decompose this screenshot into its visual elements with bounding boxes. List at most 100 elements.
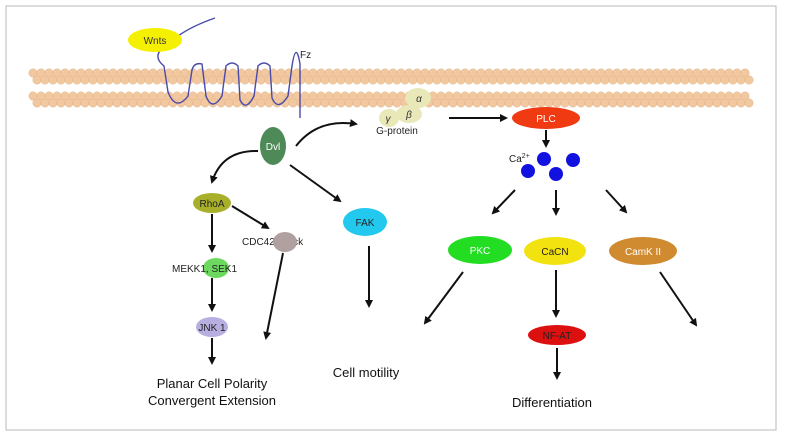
membrane-lipid [432, 98, 442, 108]
membrane-lipid [192, 98, 202, 108]
outcome-pcp-line2: Convergent Extension [148, 393, 276, 408]
membrane-lipid [80, 75, 90, 85]
membrane-lipid [688, 75, 698, 85]
membrane-lipid [512, 98, 522, 108]
membrane-lipid [392, 75, 402, 85]
cell-membrane [28, 68, 754, 108]
pkc-label: PKC [470, 246, 491, 257]
dvl-label: Dvl [266, 142, 280, 153]
membrane-lipid [304, 75, 314, 85]
rhoa-node [193, 193, 231, 213]
membrane-lipid [576, 75, 586, 85]
membrane-lipid [608, 75, 618, 85]
membrane-lipid [56, 75, 66, 85]
arrow-dvl-gprotein [295, 119, 358, 147]
calcium-ion [566, 153, 580, 167]
gprotein-alpha [405, 88, 431, 108]
rhoa-label: RhoA [199, 199, 224, 210]
membrane-lipid [664, 75, 674, 85]
membrane-lipid [592, 98, 602, 108]
membrane-lipid [728, 98, 738, 108]
gprotein-beta [396, 105, 422, 123]
membrane-lipid [600, 75, 610, 85]
membrane-lipid [472, 98, 482, 108]
membrane-lipid [496, 98, 506, 108]
membrane-lipid [584, 75, 594, 85]
membrane-lipid [536, 98, 546, 108]
dvl-node [260, 127, 286, 165]
membrane-lipid [368, 98, 378, 108]
membrane-lipid [64, 75, 74, 85]
membrane-lipid [168, 75, 178, 85]
membrane-lipid [120, 75, 130, 85]
membrane-lipid [552, 75, 562, 85]
membrane-lipid [696, 98, 706, 108]
membrane-lipid [328, 98, 338, 108]
membrane-lipid [64, 98, 74, 108]
membrane-lipid [232, 75, 242, 85]
membrane-lipid [72, 75, 82, 85]
membrane-lipid [528, 75, 538, 85]
membrane-lipid [528, 98, 538, 108]
membrane-lipid [376, 98, 386, 108]
membrane-lipid [740, 68, 750, 78]
membrane-lipid [184, 98, 194, 108]
gamma-label: γ [386, 114, 392, 125]
membrane-lipid [120, 98, 130, 108]
membrane-lipid [128, 98, 138, 108]
membrane-lipid [320, 75, 330, 85]
wnts-label: Wnts [144, 36, 167, 47]
outcome-differentiation: Differentiation [512, 395, 592, 410]
membrane-lipid [96, 98, 106, 108]
membrane-lipid [256, 98, 266, 108]
membrane-lipid [296, 98, 306, 108]
membrane-lipid [632, 75, 642, 85]
camk-node [609, 237, 677, 265]
membrane-lipid [184, 75, 194, 85]
membrane-lipid [656, 75, 666, 85]
membrane-lipid [576, 98, 586, 108]
membrane-lipid [376, 75, 386, 85]
membrane-lipid [112, 75, 122, 85]
membrane-lipid [224, 98, 234, 108]
membrane-lipid [648, 98, 658, 108]
cdc42-node [273, 232, 297, 252]
camk-label: CamK II [625, 247, 661, 258]
fz-label: Fz [300, 50, 311, 61]
membrane-lipid [344, 75, 354, 85]
membrane-lipid [96, 75, 106, 85]
cacn-node [524, 237, 586, 265]
membrane-lipid [480, 98, 490, 108]
membrane-lipid [616, 75, 626, 85]
calcium-ion [521, 164, 535, 178]
membrane-lipid [264, 75, 274, 85]
membrane-lipid [32, 98, 42, 108]
membrane-lipid [704, 98, 714, 108]
membrane-lipid [312, 75, 322, 85]
outcome-pcp-line1: Planar Cell Polarity [157, 376, 268, 391]
membrane-lipid [568, 75, 578, 85]
membrane-lipid [640, 98, 650, 108]
outcome-cell-motility: Cell motility [333, 365, 400, 380]
arrow-cdc42-pcp [263, 252, 284, 340]
fak-label: FAK [356, 218, 375, 229]
membrane-lipid [256, 75, 266, 85]
membrane-lipid [176, 75, 186, 85]
membrane-lipid [224, 75, 234, 85]
membrane-lipid [40, 98, 50, 108]
membrane-lipid [104, 98, 114, 108]
membrane-lipid [520, 98, 530, 108]
membrane-lipid [600, 98, 610, 108]
membrane-lipid [680, 75, 690, 85]
membrane-lipid [536, 75, 546, 85]
membrane-lipid [152, 98, 162, 108]
membrane-lipid [736, 98, 746, 108]
plc-label: PLC [536, 114, 555, 125]
membrane-lipid [480, 75, 490, 85]
membrane-lipid [328, 75, 338, 85]
membrane-lipid [672, 98, 682, 108]
membrane-lipid [712, 75, 722, 85]
membrane-lipid [440, 75, 450, 85]
membrane-lipid [136, 75, 146, 85]
membrane-lipid [744, 98, 754, 108]
